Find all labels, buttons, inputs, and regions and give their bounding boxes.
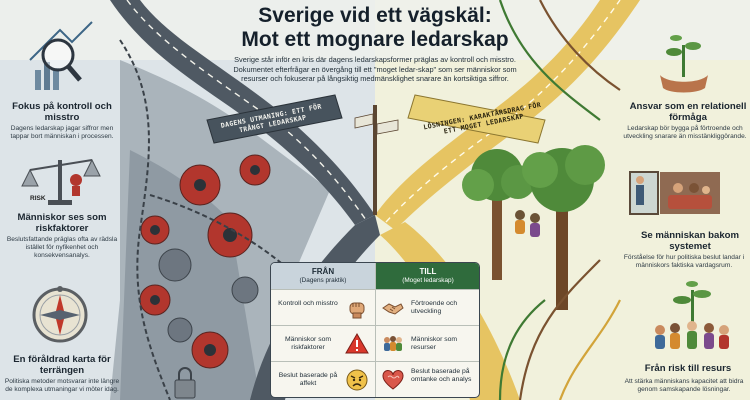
right-text-1: Ledarskap bör bygga på förtroende och ut… xyxy=(623,125,747,141)
compass-icon xyxy=(32,286,88,343)
right-text-2: Förståelse för hur politiska beslut land… xyxy=(623,254,745,270)
from-cell: Människor som riskfaktorer xyxy=(284,336,332,352)
table-row: Beslut baserade på affekt Beslut baserad… xyxy=(271,361,479,397)
window-family-icon xyxy=(629,171,720,215)
from-subtitle: (Dagens praktik) xyxy=(299,277,347,284)
risk-scale-icon xyxy=(21,158,101,205)
comparison-table: FRÅN (Dagens praktik) TILL (Moget ledars… xyxy=(270,262,480,398)
right-text-3: Att stärka människans kapacitet att bidr… xyxy=(624,378,744,394)
table-divider xyxy=(375,263,376,397)
left-heading-3: En föråldrad karta för terrängen xyxy=(13,354,111,376)
page-title: Sverige vid ett vägskäl: Mot ett mognare… xyxy=(185,4,565,52)
to-title: TILL xyxy=(419,267,437,276)
to-subtitle: (Moget ledarskap) xyxy=(402,277,454,284)
left-heading-2: Människor ses som riskfaktorer xyxy=(17,212,107,234)
left-text-2: Beslutsfattande präglas ofta av rädsla i… xyxy=(6,236,118,260)
from-cell: Kontroll och misstro xyxy=(278,300,338,307)
right-heading-1: Ansvar som en relationell förmåga xyxy=(629,101,747,123)
title-line-1: Sverige vid ett vägskäl: xyxy=(258,4,492,27)
to-cell: Förtroende och utveckling xyxy=(411,300,458,316)
from-title: FRÅN xyxy=(311,267,335,276)
to-cell: Människor som resurser xyxy=(411,336,458,352)
risk-label: RISK xyxy=(30,195,46,202)
handshake-icon xyxy=(382,303,404,315)
right-heading-3: Från risk till resurs xyxy=(644,363,732,374)
from-header: FRÅN (Dagens praktik) xyxy=(271,263,375,289)
left-text-3: Politiska metoder motsvarar inte längre … xyxy=(4,378,120,394)
intro-text: Sverige står inför en kris där dagens le… xyxy=(233,55,517,83)
title-line-2: Mot ett mognare ledarskap xyxy=(241,28,509,51)
from-cell: Beslut baserade på affekt xyxy=(278,372,338,388)
magnifier-chart-icon xyxy=(29,21,93,90)
people-sprout-icon xyxy=(655,281,729,349)
angry-face-icon xyxy=(346,369,368,391)
hands-plant-icon xyxy=(660,35,708,93)
to-header: TILL (Moget ledarskap) xyxy=(375,263,479,289)
table-row: Människor som riskfaktorer Människor som… xyxy=(271,325,479,361)
heart-brain-icon xyxy=(382,369,404,390)
table-row: Kontroll och misstro Förtroende och utve… xyxy=(271,289,479,325)
left-text-1: Dagens ledarskap jagar siffror men tappa… xyxy=(10,125,114,141)
fist-icon xyxy=(349,302,365,319)
right-heading-2: Se människan bakom systemet xyxy=(640,230,740,252)
people-icon xyxy=(384,336,402,351)
to-cell: Beslut baserade på omtanke och analys xyxy=(411,368,472,384)
warning-icon xyxy=(345,333,369,354)
left-heading-1: Fokus på kontroll och misstro xyxy=(12,101,112,123)
